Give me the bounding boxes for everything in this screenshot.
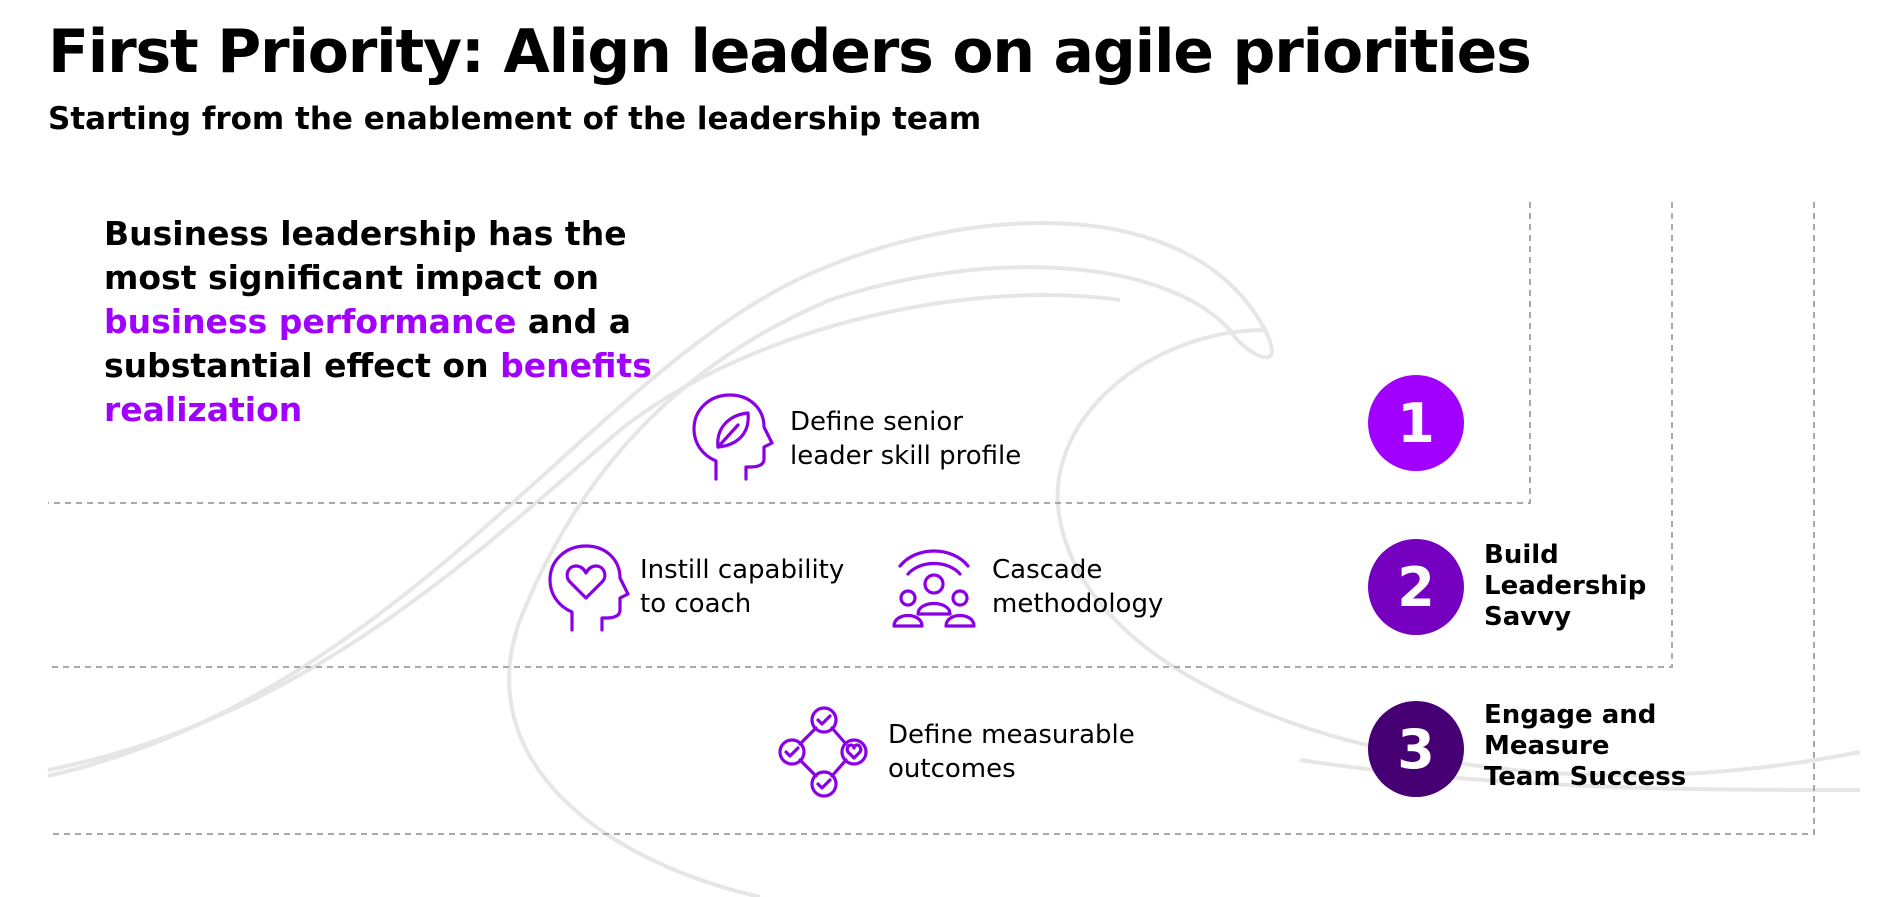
intro-text-part1: Business leadership has the most signifi…: [104, 214, 627, 297]
page-title: First Priority: Align leaders on agile p…: [48, 17, 1532, 87]
activity-line: Define senior: [790, 407, 963, 437]
activity-line: methodology: [992, 589, 1164, 619]
activity-line: leader skill profile: [790, 441, 1022, 471]
head-heart-icon: [540, 540, 632, 632]
activity-line: Cascade: [992, 555, 1103, 585]
page-subtitle: Starting from the enablement of the lead…: [48, 101, 982, 137]
intro-highlight-business-performance: business performance: [104, 302, 517, 341]
stage-1-badge: 1: [1368, 375, 1464, 471]
activity-define-outcomes: Define measurable outcomes: [888, 718, 1135, 786]
intro-text-part2: and a substantial effect on: [104, 302, 632, 385]
stage-label-line: Measure: [1484, 731, 1610, 761]
stage-label-line: Savvy: [1484, 602, 1572, 632]
intro-highlight-benefits-realization: benefits realization: [104, 346, 652, 429]
stage-3-label: Engage and Measure Team Success: [1484, 700, 1686, 793]
connected-checks-icon: [776, 706, 868, 798]
activity-line: Define measurable: [888, 720, 1135, 750]
activity-define-skill-profile: Define senior leader skill profile: [790, 405, 1021, 473]
stage-label-line: Build: [1484, 540, 1559, 570]
group-broadcast-icon: [888, 542, 980, 634]
activity-line: outcomes: [888, 754, 1016, 784]
activity-cascade-methodology: Cascade methodology: [992, 553, 1163, 621]
stage-3-badge: 3: [1368, 701, 1464, 797]
activity-line: to coach: [640, 589, 752, 619]
stage-label-line: Team Success: [1484, 762, 1687, 792]
stage-label-line: Engage and: [1484, 700, 1657, 730]
stage-label-line: Leadership: [1484, 571, 1647, 601]
stair-dashed-lines: [48, 202, 1815, 835]
head-leaf-icon: [684, 389, 776, 481]
activity-instill-capability: Instill capability to coach: [640, 553, 844, 621]
activity-line: Instill capability: [640, 555, 845, 585]
stage-2-label: Build Leadership Savvy: [1484, 540, 1646, 633]
stage-2-badge: 2: [1368, 539, 1464, 635]
intro-statement: Business leadership has the most signifi…: [104, 212, 664, 432]
